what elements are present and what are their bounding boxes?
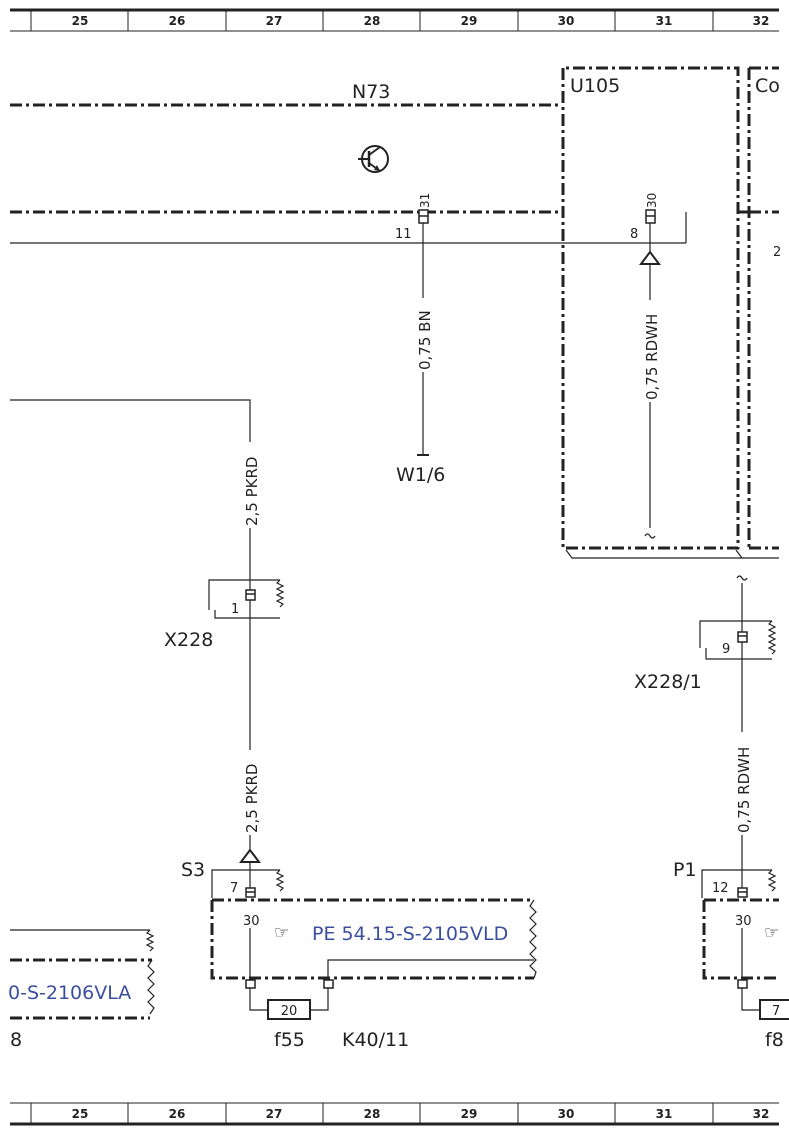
wire-bn-label: 0,75 BN — [416, 310, 434, 370]
header-col-27: 27 — [266, 14, 283, 28]
n73-pin-11-label: 11 — [395, 227, 412, 242]
wire-bn: 0,75 BN W1/6 — [396, 223, 445, 486]
footer-ruler: 25 26 27 28 29 30 31 32 — [10, 1102, 779, 1126]
x228-pin-1-label: 1 — [231, 602, 239, 617]
wire-pkrd-top-label: 2,5 PKRD — [243, 457, 261, 526]
f8-label: f8 — [765, 1029, 784, 1051]
wire-pkrd-top: 2,5 PKRD — [10, 399, 261, 592]
footer-col-25: 25 — [72, 1107, 89, 1121]
wire-rdwh-top: 0,75 RDWH — [639, 223, 661, 539]
u105-pin-8-label: 8 — [630, 227, 638, 242]
footer-col-27: 27 — [266, 1107, 283, 1121]
footer-col-32: 32 — [753, 1107, 770, 1121]
component-f55: 20 f55 K40/11 — [245, 979, 409, 1051]
wire-rdwh-bottom: 0,75 RDWH — [735, 659, 753, 888]
p1-pin-12-label: 12 — [712, 881, 729, 896]
u105-pin-30: 30 8 — [630, 193, 659, 242]
header-col-31: 31 — [656, 14, 673, 28]
wire-rdwh-bottom-label: 0,75 RDWH — [735, 747, 753, 833]
f55-label: f55 — [274, 1029, 305, 1051]
footer-col-31: 31 — [656, 1107, 673, 1121]
component-s3: S3 7 30 ☞ PE 54.15-S-2105VLD — [181, 859, 537, 980]
f55-fuse-rating: 20 — [281, 1004, 298, 1019]
header-col-26: 26 — [169, 14, 186, 28]
header-col-32: 32 — [753, 14, 770, 28]
footer-col-29: 29 — [461, 1107, 478, 1121]
pe-2105-reference-link[interactable]: PE 54.15-S-2105VLD — [312, 923, 508, 945]
header-col-28: 28 — [364, 14, 381, 28]
header-ruler: 25 26 27 28 29 30 31 32 — [10, 8, 779, 32]
wire-rdwh-top-label: 0,75 RDWH — [643, 314, 661, 400]
header-col-29: 29 — [461, 14, 478, 28]
x228-label: X228 — [164, 629, 213, 651]
u105-label: U105 — [570, 75, 620, 97]
u105-pin-30-label: 30 — [645, 193, 659, 208]
x228-1-label: X228/1 — [634, 671, 702, 693]
header-col-25: 25 — [72, 14, 89, 28]
wire-pkrd-bottom: 2,5 PKRD — [239, 618, 261, 863]
n73-pin-31: 31 11 — [395, 193, 432, 242]
footer-col-30: 30 — [558, 1107, 575, 1121]
s3-pin-7-label: 7 — [230, 881, 238, 896]
component-u105: U105 Co 2 — [561, 66, 781, 559]
f8-fuse-rating: 7 — [772, 1004, 780, 1019]
co-label: Co — [755, 75, 780, 97]
connector-x228: 1 X228 — [164, 579, 285, 651]
p1-label: P1 — [673, 859, 697, 881]
s3-pin-30-label: 30 — [243, 914, 260, 929]
x228-1-pin-9-label: 9 — [722, 642, 730, 657]
component-p1: P1 12 30 ☞ 7 f8 — [673, 859, 789, 1051]
connector-x228-1: 9 X228/1 — [634, 575, 777, 693]
component-n73: N73 — [10, 81, 779, 244]
footer-col-28: 28 — [364, 1107, 381, 1121]
footer-col-26: 26 — [169, 1107, 186, 1121]
component-left-module: 0-S-2106VLA 8 — [8, 929, 155, 1051]
k40-11-label: K40/11 — [342, 1029, 409, 1051]
wire-pkrd-bottom-label: 2,5 PKRD — [243, 764, 261, 833]
hand-pointer-icon-p1: ☞ — [764, 923, 779, 943]
w1-6-label: W1/6 — [396, 464, 445, 486]
co-pin-2-label: 2 — [773, 245, 781, 260]
n73-label: N73 — [352, 81, 390, 103]
transistor-icon — [358, 145, 389, 173]
header-col-30: 30 — [558, 14, 575, 28]
pe-2106-reference-link[interactable]: 0-S-2106VLA — [8, 982, 131, 1004]
svg-text:☞: ☞ — [274, 923, 289, 943]
p1-pin-30-label: 30 — [735, 914, 752, 929]
s3-label: S3 — [181, 859, 205, 881]
left-8-label: 8 — [10, 1029, 22, 1051]
hand-pointer-icon: ☞ — [274, 923, 289, 943]
n73-pin-31-label: 31 — [418, 193, 432, 208]
